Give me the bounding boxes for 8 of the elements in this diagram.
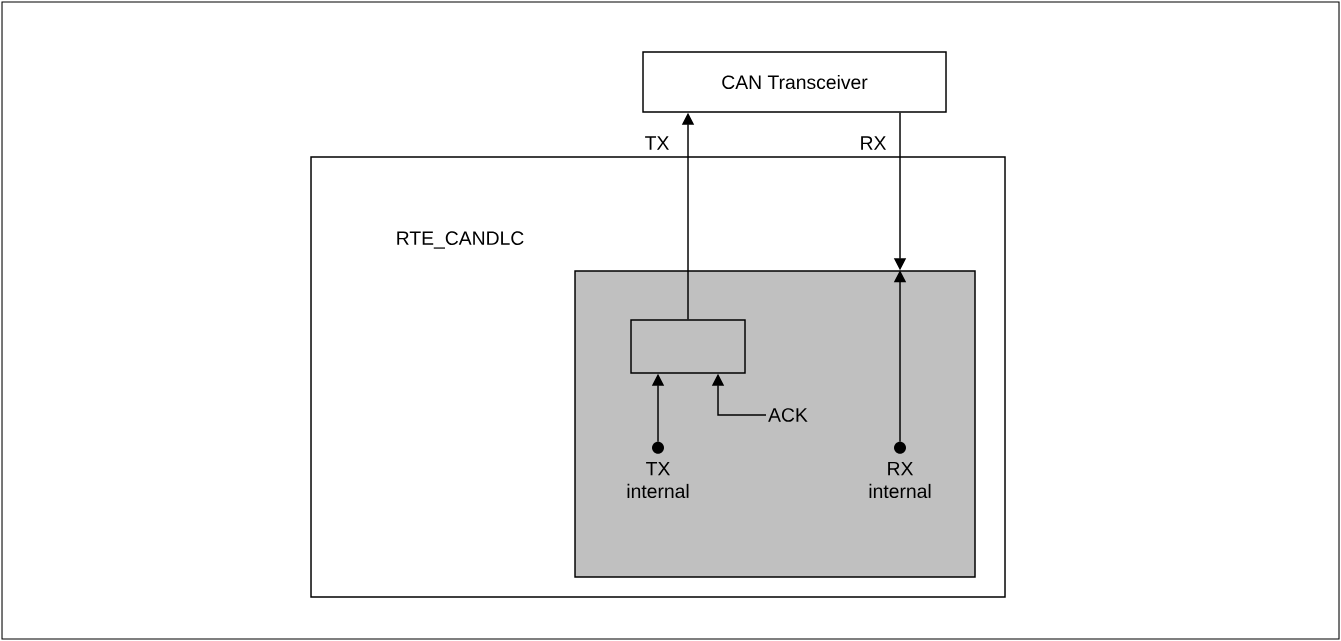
signal-label: RX internal [869, 461, 931, 499]
signal-label: TX internal [627, 461, 689, 499]
shaded-region [574, 270, 976, 578]
signal-label: ACK [768, 408, 808, 422]
edge-label: RX [858, 135, 888, 151]
edge-label: TX [643, 135, 671, 151]
multiplexer-box [630, 319, 746, 374]
transceiver-box: CAN Transceiver [642, 51, 947, 113]
